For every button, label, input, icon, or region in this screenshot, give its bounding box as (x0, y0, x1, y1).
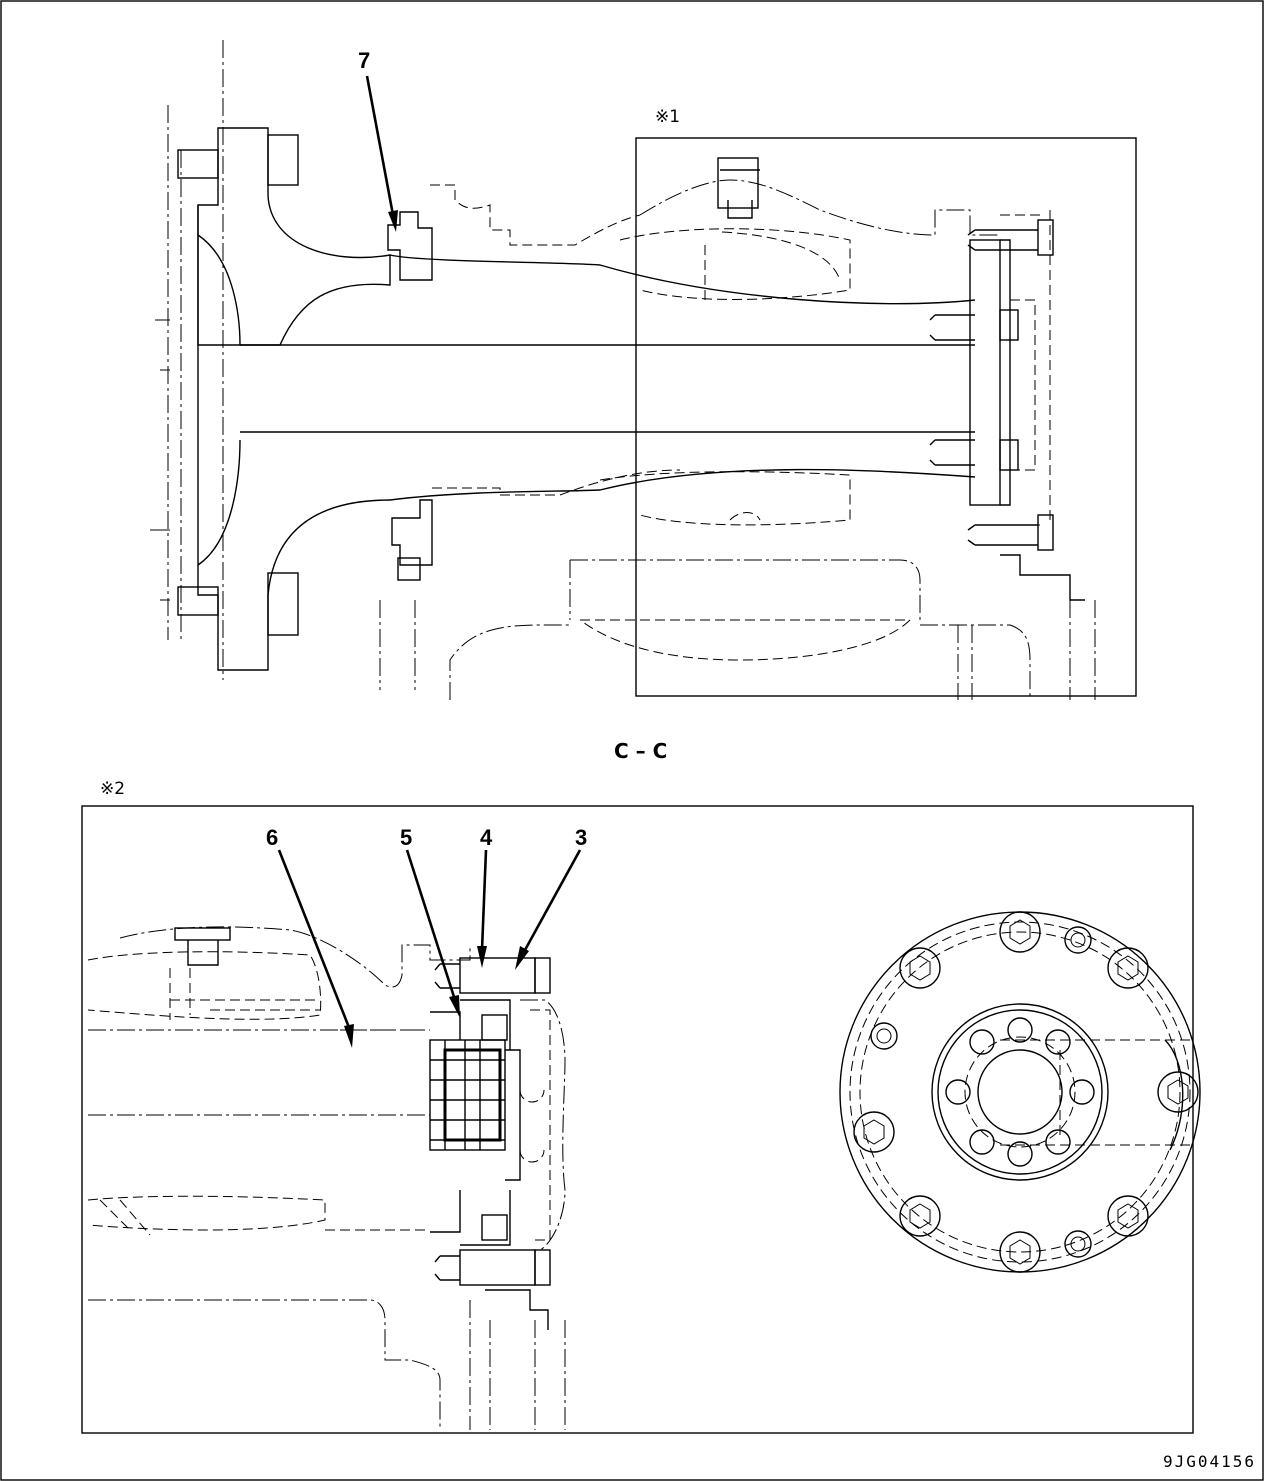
top-section-view (150, 40, 1137, 700)
detail-frame-2 (81, 805, 1194, 1434)
bottom-detail-view (81, 805, 1201, 1434)
inner-bolt-pattern (945, 1017, 1095, 1167)
callout-5: 5 (400, 825, 412, 850)
detail-ref-2: ※2 (100, 779, 125, 799)
flange-end-view (839, 911, 1201, 1273)
outer-bolt-pattern (853, 911, 1199, 1273)
drawing-code: 9JG04156 (1163, 1452, 1256, 1471)
callout-4: 4 (480, 825, 493, 850)
callout-6: 6 (266, 825, 278, 850)
detail-ref-1: ※1 (655, 107, 680, 127)
callout-3: 3 (575, 825, 587, 850)
detail-frame-1 (635, 137, 1137, 697)
section-label: C – C (614, 739, 667, 763)
callout-7: 7 (358, 48, 370, 73)
